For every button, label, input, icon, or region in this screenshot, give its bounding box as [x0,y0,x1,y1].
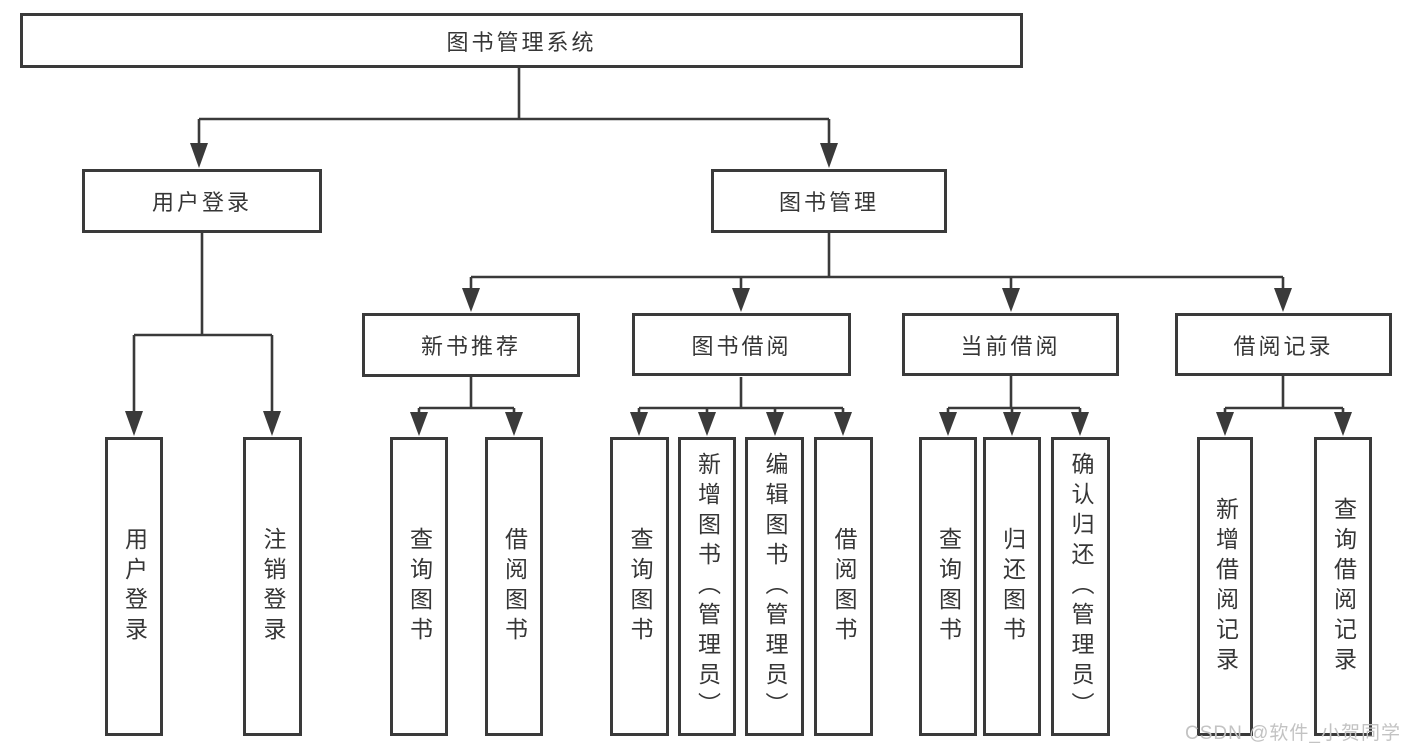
connector-book-mgmt-to-level3 [462,233,1292,312]
leaf-borrow-books-label: 借阅图书 [831,526,857,647]
leaf-query-books-recommend-label: 查询图书 [406,526,433,647]
leaf-logout: 注销登录 [243,437,302,736]
connector-current-borrow-to-leaves [939,376,1089,436]
csdn-watermark: CSDN @软件_小贺同学 [1185,723,1401,744]
leaf-borrow-books: 借阅图书 [814,437,873,736]
node-new-book-recommend: 新书推荐 [362,313,580,377]
connector-new-book-to-leaves [410,377,523,436]
leaf-borrow-books-recommend-label: 借阅图书 [501,526,528,647]
leaf-add-borrow-record-label: 新增借阅记录 [1212,496,1239,677]
node-user-login: 用户登录 [82,169,322,233]
leaf-edit-books-admin-label: 编辑图书（管理员） [762,451,788,722]
leaf-borrow-books-recommend: 借阅图书 [485,437,543,736]
leaf-return-books-label: 归还图书 [999,526,1026,647]
leaf-query-borrow-record-label: 查询借阅记录 [1330,496,1357,677]
leaf-logout-label: 注销登录 [260,526,286,647]
node-borrow-records-label: 借阅记录 [1233,333,1334,359]
leaf-query-books-current: 查询图书 [919,437,977,736]
leaf-query-books-borrow: 查询图书 [610,437,669,736]
leaf-query-books-recommend: 查询图书 [390,437,448,736]
connector-borrow-records-to-leaves [1216,376,1352,436]
node-root-system: 图书管理系统 [20,13,1023,68]
leaf-user-login: 用户登录 [105,437,163,736]
node-new-book-recommend-label: 新书推荐 [420,334,521,359]
node-book-management-label: 图书管理 [778,190,879,215]
node-book-borrow-label: 图书借阅 [691,333,792,359]
leaf-return-books: 归还图书 [983,437,1041,736]
leaf-edit-books-admin: 编辑图书（管理员） [745,437,804,736]
node-book-management: 图书管理 [711,169,947,233]
node-root-system-label: 图书管理系统 [446,29,597,55]
leaf-query-borrow-record: 查询借阅记录 [1314,437,1372,736]
leaf-user-login-label: 用户登录 [121,526,148,647]
connector-root-to-level2 [190,68,838,168]
node-book-borrow: 图书借阅 [632,313,851,376]
leaf-confirm-return-admin: 确认归还（管理员） [1051,437,1110,736]
connector-book-borrow-to-leaves [630,377,852,436]
leaf-query-books-borrow-label: 查询图书 [627,526,653,647]
node-current-borrow-label: 当前借阅 [960,333,1061,359]
node-borrow-records: 借阅记录 [1175,313,1392,376]
leaf-add-books-admin: 新增图书（管理员） [678,437,736,736]
leaf-query-books-current-label: 查询图书 [935,526,962,647]
node-current-borrow: 当前借阅 [902,313,1119,376]
leaf-add-borrow-record: 新增借阅记录 [1197,437,1253,736]
connector-user-login-to-leaves [125,233,281,436]
node-user-login-label: 用户登录 [151,190,252,215]
leaf-add-books-admin-label: 新增图书（管理员） [694,451,721,722]
leaf-confirm-return-admin-label: 确认归还（管理员） [1068,451,1094,722]
